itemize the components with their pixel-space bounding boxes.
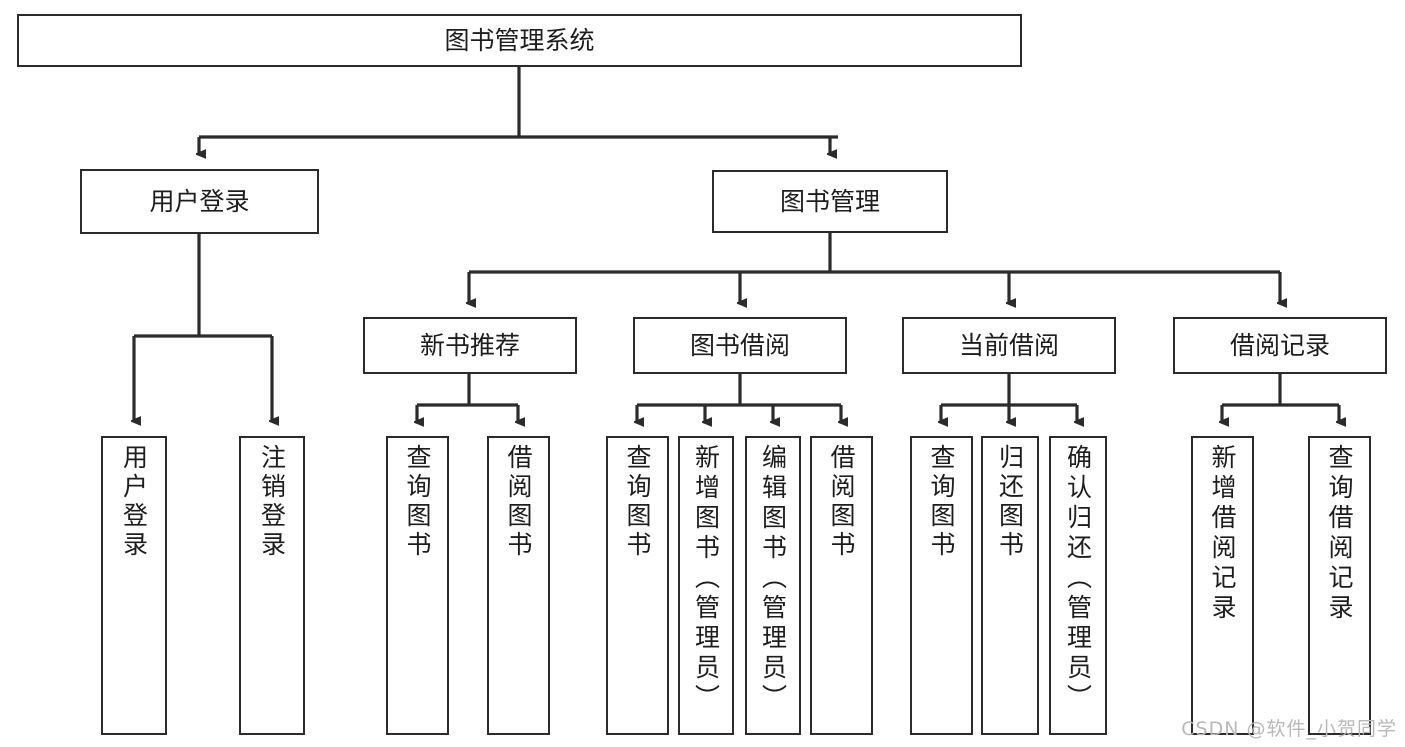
node-borrow-record-label: 借阅记录 [1229,330,1330,360]
csdn-watermark: CSDN @软件_小贺同学 [1181,718,1397,740]
node-leaf-add-book[interactable]: 新增图书（管理员） [678,436,734,735]
node-root[interactable]: 图书管理系统 [17,14,1022,67]
node-leaf-logout[interactable]: 注销登录 [239,436,305,735]
node-user-login[interactable]: 用户登录 [80,169,319,234]
node-leaf-return-book[interactable]: 归还图书 [981,436,1039,735]
node-leaf-query-book-1-label: 查询图书 [403,444,432,560]
node-current-borrow[interactable]: 当前借阅 [902,317,1116,374]
node-leaf-query-book-2-label: 查询图书 [623,444,652,560]
node-leaf-add-record-label: 新增借阅记录 [1208,444,1237,624]
node-leaf-query-book-2[interactable]: 查询图书 [606,436,669,735]
node-leaf-edit-book-label: 编辑图书（管理员） [758,444,788,714]
node-book-manage[interactable]: 图书管理 [712,170,948,233]
node-leaf-borrow-book-1[interactable]: 借阅图书 [487,436,550,735]
node-root-label: 图书管理系统 [444,25,595,55]
node-new-book-rec-label: 新书推荐 [419,330,520,360]
node-leaf-query-record-label: 查询借阅记录 [1325,444,1354,624]
node-borrow-record[interactable]: 借阅记录 [1173,317,1387,374]
node-current-borrow-label: 当前借阅 [958,330,1059,360]
node-leaf-borrow-book-1-label: 借阅图书 [504,444,533,560]
node-book-manage-label: 图书管理 [779,186,880,216]
node-leaf-confirm-return-label: 确认归还（管理员） [1063,444,1093,714]
node-leaf-query-book-1[interactable]: 查询图书 [386,436,449,735]
node-leaf-add-book-label: 新增图书（管理员） [691,444,721,714]
node-leaf-query-book-3[interactable]: 查询图书 [910,436,973,735]
node-new-book-rec[interactable]: 新书推荐 [363,317,577,374]
node-leaf-return-book-label: 归还图书 [995,444,1025,560]
node-leaf-edit-book[interactable]: 编辑图书（管理员） [745,436,801,735]
node-user-login-label: 用户登录 [149,186,250,216]
node-leaf-user-login-label: 用户登录 [119,444,149,560]
node-leaf-logout-label: 注销登录 [257,444,287,560]
node-book-borrow[interactable]: 图书借阅 [633,317,847,374]
node-leaf-query-book-3-label: 查询图书 [927,444,956,560]
node-leaf-query-record[interactable]: 查询借阅记录 [1308,436,1371,735]
node-book-borrow-label: 图书借阅 [689,330,790,360]
node-leaf-confirm-return[interactable]: 确认归还（管理员） [1049,436,1107,735]
node-leaf-add-record[interactable]: 新增借阅记录 [1191,436,1254,735]
node-leaf-borrow-book-2-label: 借阅图书 [827,444,856,560]
node-leaf-borrow-book-2[interactable]: 借阅图书 [810,436,873,735]
node-leaf-user-login[interactable]: 用户登录 [101,436,167,735]
